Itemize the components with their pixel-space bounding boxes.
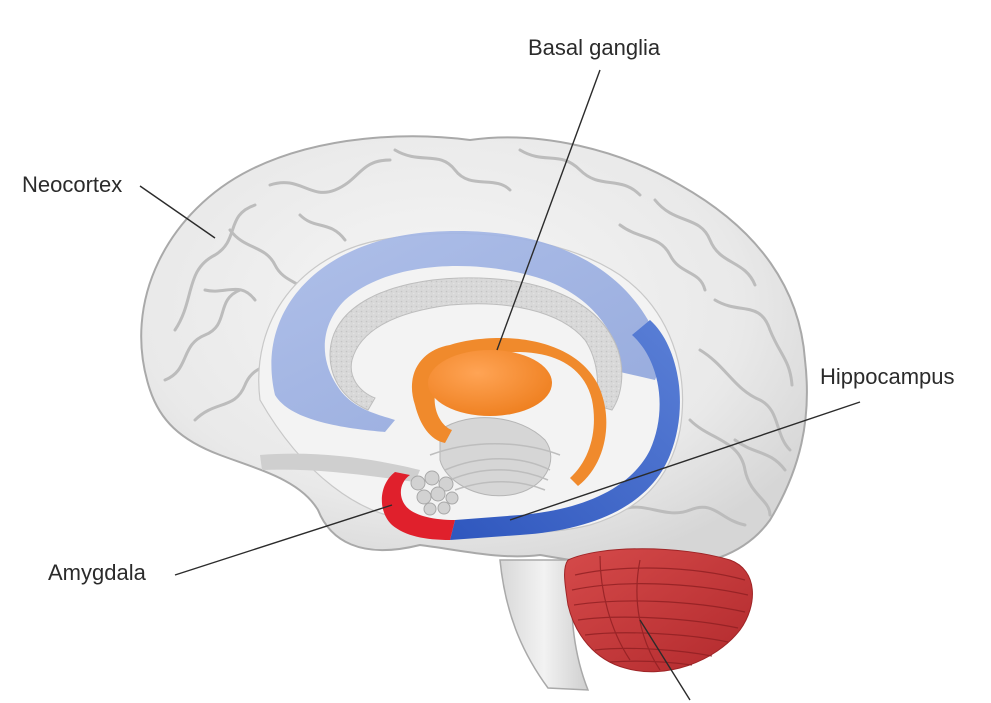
label-basal-ganglia: Basal ganglia bbox=[528, 35, 661, 60]
putamen bbox=[428, 350, 552, 416]
leader-cerebellum bbox=[639, 619, 691, 701]
leader-neocortex bbox=[139, 185, 216, 239]
midbrain-band bbox=[260, 453, 420, 482]
label-neocortex: Neocortex bbox=[22, 172, 123, 197]
amygdala bbox=[381, 472, 455, 540]
hippocampus bbox=[450, 320, 680, 540]
leader-hippocampus bbox=[509, 401, 861, 521]
corpus-callosum bbox=[329, 277, 623, 411]
fiber-tracts bbox=[429, 443, 561, 491]
cerebellum-folia bbox=[571, 555, 749, 671]
amygdala-nuclei bbox=[410, 470, 459, 516]
cingulate-gyrus bbox=[271, 231, 660, 432]
leader-lines bbox=[139, 69, 861, 701]
label-hippocampus: Hippocampus bbox=[820, 364, 955, 389]
thalamus bbox=[439, 417, 552, 497]
leader-basal-ganglia bbox=[496, 69, 601, 351]
leader-amygdala bbox=[174, 504, 393, 576]
cerebellum bbox=[564, 548, 753, 673]
gyri-lines bbox=[163, 148, 794, 527]
caudate-nucleus bbox=[411, 338, 607, 486]
label-amygdala: Amygdala bbox=[48, 560, 146, 585]
